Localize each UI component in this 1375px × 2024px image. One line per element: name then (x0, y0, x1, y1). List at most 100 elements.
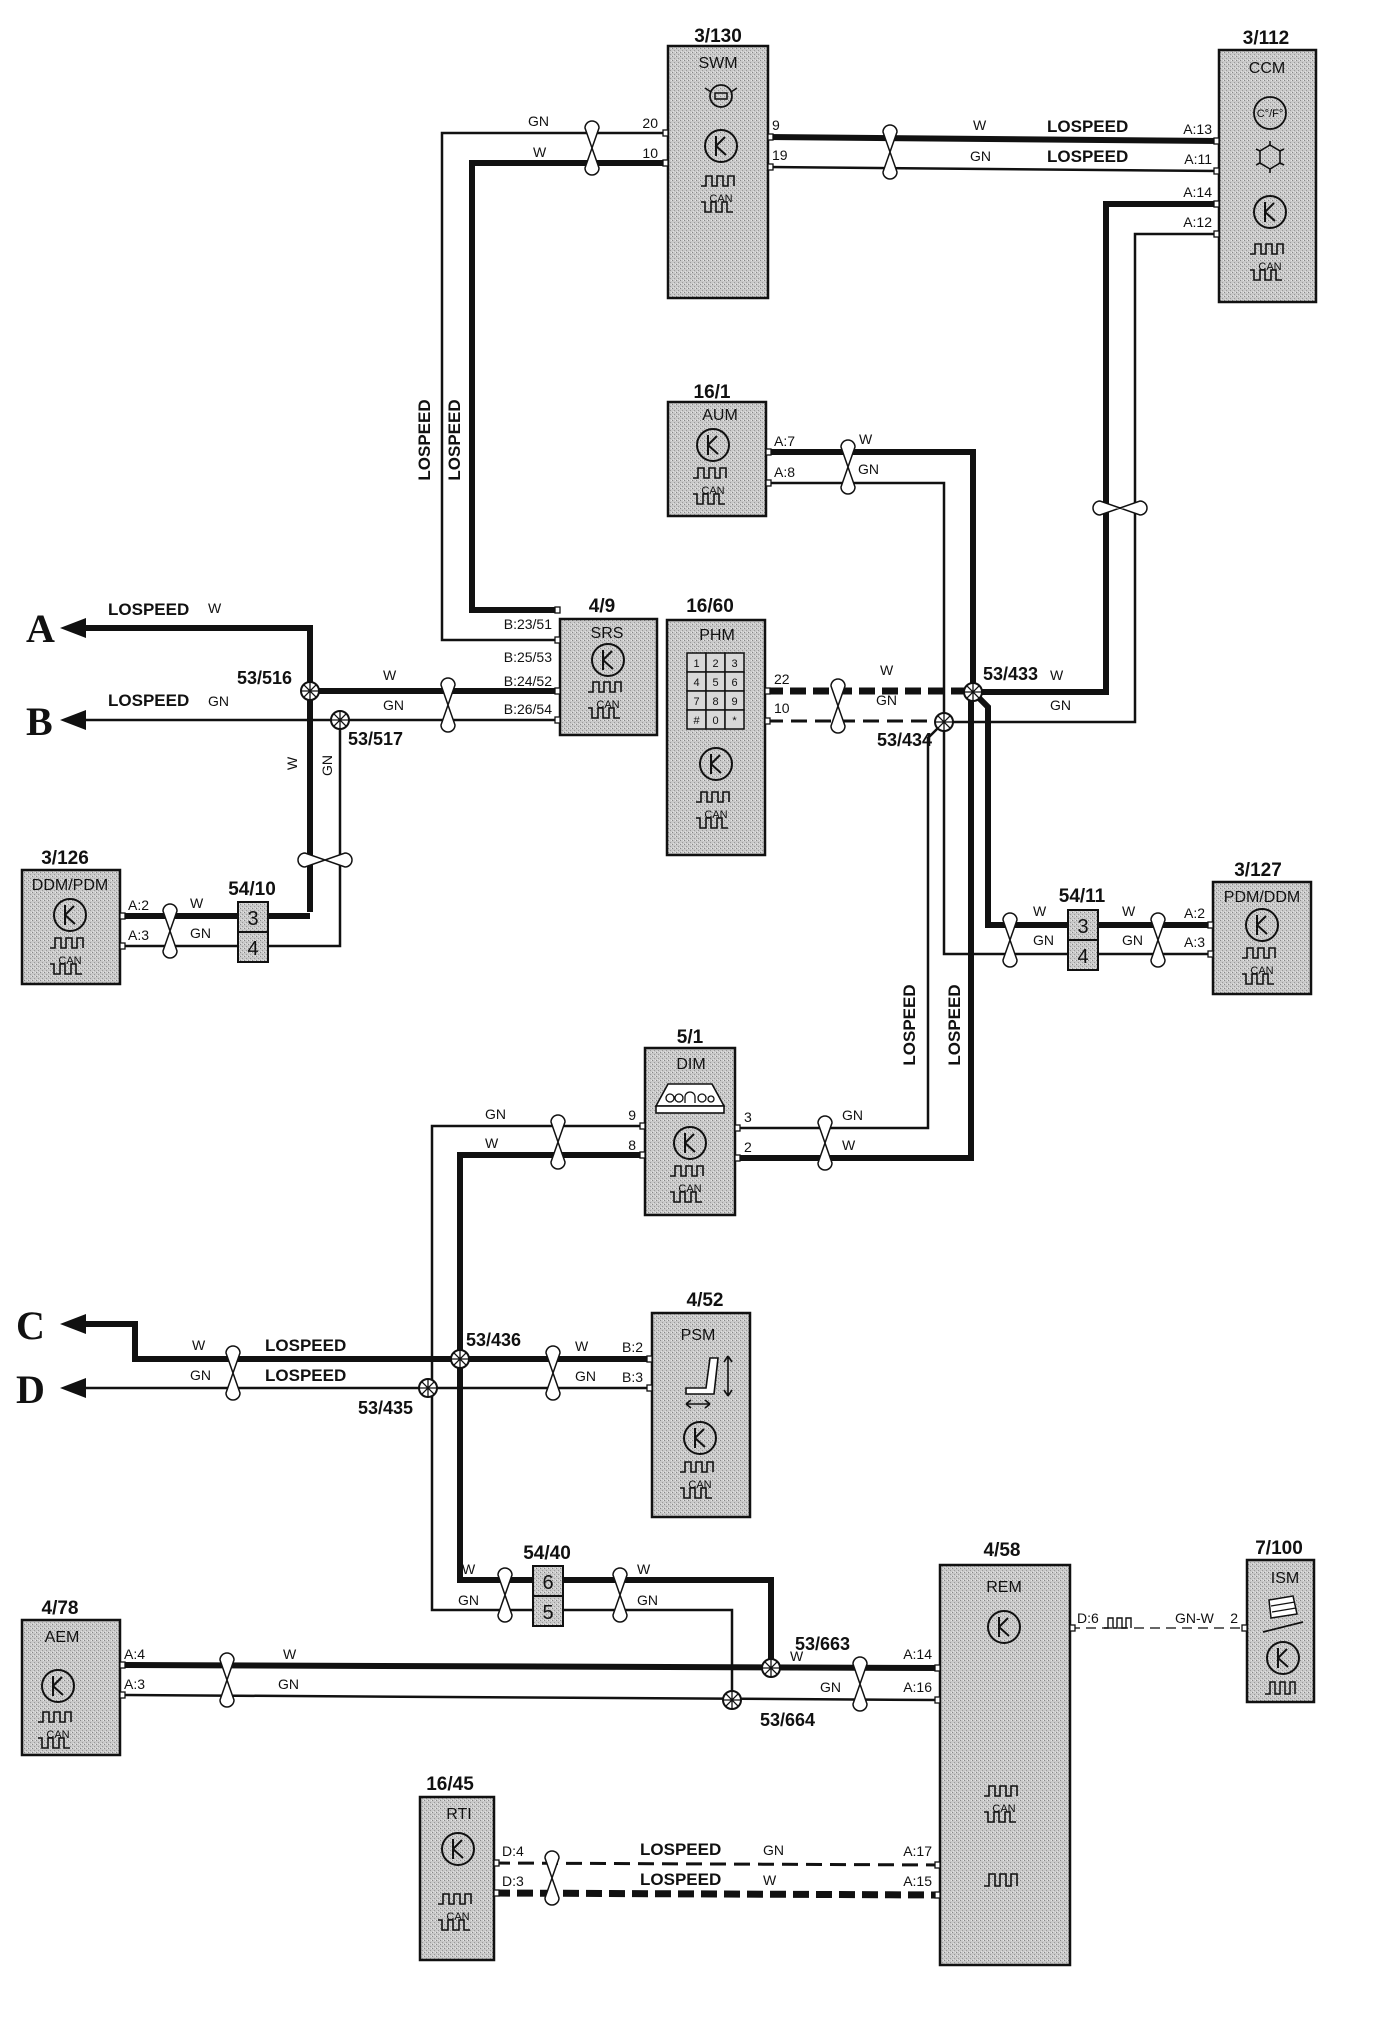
splice-53-436[interactable] (450, 1349, 470, 1369)
snowflake-icon (1255, 141, 1285, 173)
svg-text:A:11: A:11 (1184, 151, 1212, 167)
svg-text:B:26/54: B:26/54 (504, 701, 552, 717)
svg-text:GN: GN (575, 1368, 596, 1384)
module-aum[interactable]: 16/1 AUM CAN A:7 A:8 (666, 382, 795, 518)
module-rti[interactable]: 16/45 RTI CAN D:4 D:3 (418, 1774, 524, 1962)
wire-swm-9-ccm-a13-w (767, 134, 1220, 144)
svg-text:W: W (790, 1648, 804, 1664)
svg-text:W: W (462, 1561, 476, 1577)
module-ism[interactable]: 7/100 ISM 2 (1230, 1538, 1316, 1704)
svg-text:LOSPEED: LOSPEED (1047, 147, 1128, 166)
wire-54-10-pin4-gn (268, 720, 342, 948)
svg-text:W: W (485, 1135, 499, 1151)
svg-text:GN: GN (190, 1367, 211, 1383)
svg-text:AUM: AUM (702, 407, 738, 424)
svg-text:W: W (637, 1561, 651, 1577)
svg-text:5/1: 5/1 (677, 1027, 704, 1048)
splice-53-517[interactable] (330, 710, 350, 730)
svg-text:3: 3 (744, 1109, 752, 1125)
svg-text:C°/F°: C°/F° (1257, 108, 1284, 120)
terminal-b[interactable]: B (26, 699, 53, 744)
svg-text:4/52: 4/52 (687, 1290, 724, 1311)
module-ccm[interactable]: 3/112 CCM C°/F° CAN A:13 A:11 A:14 A:12 (1183, 28, 1318, 304)
terminal-c[interactable]: C (16, 1303, 45, 1348)
connector-54-40[interactable]: 54/40 6 5 (523, 1543, 571, 1627)
label-53-433: 53/433 (983, 664, 1038, 684)
gear-shift-icon (1262, 1595, 1304, 1633)
keypad-key-label: # (693, 715, 700, 727)
svg-text:A:4: A:4 (124, 1646, 145, 1662)
svg-text:GN: GN (876, 692, 897, 708)
svg-text:PSM: PSM (681, 1327, 716, 1344)
svg-text:6: 6 (542, 1572, 553, 1594)
svg-text:CAN: CAN (596, 699, 619, 711)
splice-53-433[interactable] (963, 682, 983, 702)
svg-text:GN: GN (820, 1679, 841, 1695)
svg-text:W: W (763, 1872, 777, 1888)
splice-53-663[interactable] (761, 1658, 781, 1678)
svg-text:CAN: CAN (1258, 261, 1281, 273)
power-seat-icon (685, 1355, 733, 1409)
svg-text:W: W (1050, 667, 1064, 683)
svg-text:GN: GN (190, 925, 211, 941)
svg-text:3/112: 3/112 (1243, 28, 1290, 49)
svg-text:16/60: 16/60 (686, 596, 734, 617)
svg-text:GN: GN (1122, 932, 1143, 948)
svg-text:W: W (880, 662, 894, 678)
svg-text:9: 9 (772, 117, 780, 133)
wire-rti-d4-rem-a17-gn (493, 1861, 941, 1867)
svg-text:LOSPEED: LOSPEED (415, 399, 434, 480)
wire-54-40-pin6-w (563, 1577, 774, 1668)
wire-swm-19-ccm-a11-gn (767, 165, 1220, 173)
wire-swm-10-w (469, 160, 668, 613)
svg-text:GN: GN (208, 693, 229, 709)
svg-text:GN: GN (842, 1107, 863, 1123)
module-aem[interactable]: 4/78 AEM CAN A:4 A:3 (20, 1598, 145, 1757)
svg-text:2: 2 (744, 1139, 752, 1155)
module-srs[interactable]: 4/9 SRS CAN B:23/51 B:25/53 B:24/52 B:26… (504, 596, 659, 737)
svg-text:B:25/53: B:25/53 (504, 649, 552, 665)
label-53-436: 53/436 (466, 1330, 521, 1350)
svg-text:W: W (283, 1646, 297, 1662)
splice-53-664[interactable] (722, 1690, 742, 1710)
svg-text:LOSPEED: LOSPEED (265, 1366, 346, 1385)
svg-text:5: 5 (542, 1602, 553, 1624)
svg-text:A:15: A:15 (903, 1873, 932, 1889)
module-psm[interactable]: 4/52 PSM CAN B:2 B:3 (622, 1290, 752, 1519)
label-53-516: 53/516 (237, 668, 292, 688)
svg-text:GN: GN (1033, 932, 1054, 948)
module-pdm-ddm[interactable]: 3/127 PDM/DDM CAN A:2 A:3 (1184, 860, 1313, 996)
svg-text:A:16: A:16 (903, 1679, 932, 1695)
module-rem[interactable]: 4/58 REM CAN A:14 A:16 D:6 A:17 A:15 GN-… (903, 1540, 1215, 1967)
module-ddm-pdm[interactable]: 3/126 DDM/PDM CAN A:2 A:3 (20, 848, 149, 986)
svg-text:3/127: 3/127 (1234, 860, 1282, 881)
svg-text:4/58: 4/58 (984, 1540, 1021, 1561)
splice-53-435[interactable] (418, 1378, 438, 1398)
svg-text:GN: GN (637, 1592, 658, 1608)
wire-aum-a7-w (766, 449, 976, 692)
keypad-key-label: 4 (693, 677, 699, 689)
svg-text:D:4: D:4 (502, 1843, 524, 1859)
wire-aem-a3-rem-a16-gn (121, 1693, 941, 1702)
label-53-663: 53/663 (795, 1634, 850, 1654)
module-swm[interactable]: 3/130 SWM CAN 20 10 9 19 (642, 26, 788, 300)
svg-text:CAN: CAN (688, 1479, 711, 1491)
svg-text:16/45: 16/45 (426, 1774, 474, 1795)
svg-text:A:13: A:13 (1183, 121, 1212, 137)
svg-text:CAN: CAN (701, 485, 724, 497)
terminal-a[interactable]: A (26, 606, 55, 651)
svg-text:W: W (842, 1137, 856, 1153)
connector-54-10[interactable]: 54/10 3 4 (228, 879, 276, 963)
svg-text:A:2: A:2 (128, 897, 149, 913)
terminal-d[interactable]: D (16, 1367, 45, 1412)
splice-53-516[interactable] (300, 681, 320, 701)
keypad-key-label: 1 (693, 658, 699, 670)
svg-text:3: 3 (247, 908, 258, 930)
splice-53-434[interactable] (934, 712, 954, 732)
module-dim[interactable]: 5/1 DIM CAN 9 8 3 2 (628, 1027, 752, 1217)
keypad-key-label: 5 (712, 677, 718, 689)
svg-text:D:3: D:3 (502, 1873, 524, 1889)
svg-text:W: W (383, 667, 397, 683)
connector-54-11[interactable]: 54/11 3 4 (1059, 886, 1106, 971)
